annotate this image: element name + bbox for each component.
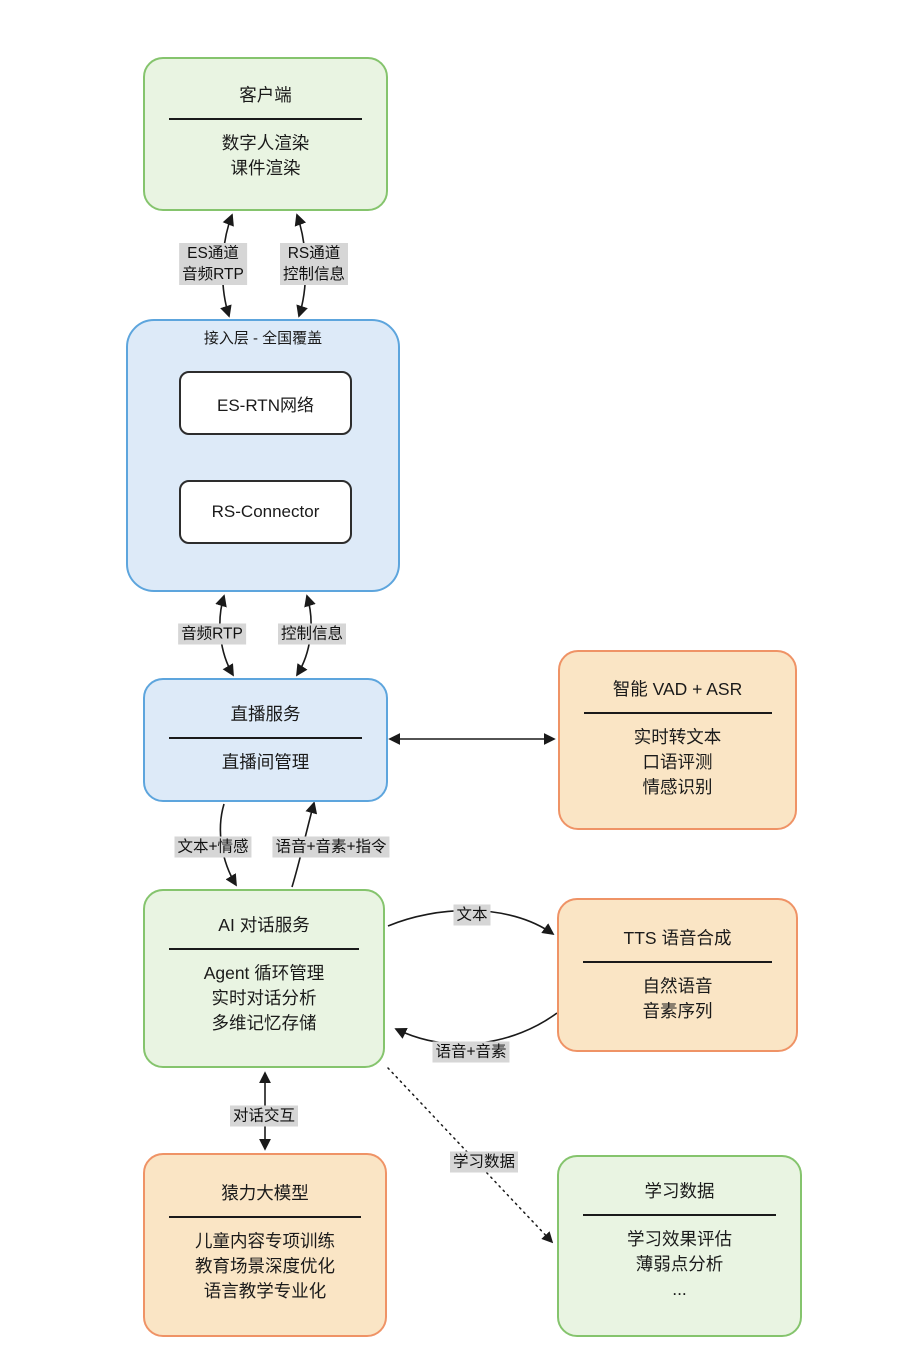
divider (169, 1216, 361, 1218)
node-vad-asr: 智能 VAD + ASR 实时转文本 口语评测 情感识别 (558, 650, 797, 830)
list-item: 薄弱点分析 (635, 1254, 724, 1274)
node-client-title: 客户端 (239, 85, 292, 105)
divider (169, 737, 362, 739)
list-item: 实时对话分析 (211, 988, 317, 1008)
node-es-rtn: ES-RTN网络 (179, 371, 352, 435)
list-item: 音素序列 (642, 1001, 713, 1021)
edge-label-learning-data: 学习数据 (449, 1151, 519, 1173)
edge-label-text-emotion: 文本+情感 (174, 836, 252, 858)
list-item: 情感识别 (642, 777, 713, 797)
node-rs-connector-label: RS-Connector (211, 502, 320, 521)
list-item: 学习效果评估 (627, 1229, 732, 1249)
divider (582, 961, 773, 963)
edge-tts-ai-voice (394, 1012, 558, 1045)
edge-label-dialog-interaction: 对话交互 (229, 1105, 299, 1127)
edge-label-voice-phoneme-cmd: 语音+音素+指令 (272, 836, 390, 858)
list-item: 直播间管理 (221, 752, 310, 772)
list-item: Agent 循环管理 (203, 963, 325, 983)
list-item: 数字人渲染 (221, 133, 310, 153)
node-access-layer: 接入层 - 全国覆盖 ES-RTN网络 RS-Connector (126, 319, 400, 592)
node-live-service-title: 直播服务 (230, 704, 301, 724)
edge-label-rs-channel: RS通道 控制信息 (279, 243, 349, 285)
list-item: 实时转文本 (633, 727, 722, 747)
list-item: 教育场景深度优化 (195, 1256, 335, 1276)
node-big-model-title: 猿力大模型 (221, 1183, 309, 1203)
list-item: 多维记忆存储 (211, 1013, 317, 1033)
node-ai-dialog: AI 对话服务 Agent 循环管理 实时对话分析 多维记忆存储 (143, 889, 385, 1068)
divider (168, 948, 360, 950)
node-vad-asr-title: 智能 VAD + ASR (612, 679, 743, 699)
list-item: 儿童内容专项训练 (195, 1231, 335, 1251)
list-item: 语言教学专业化 (203, 1281, 327, 1301)
edge-label-es-channel: ES通道 音频RTP (179, 243, 247, 285)
edge-label-voice-phoneme: 语音+音素 (432, 1041, 510, 1063)
edge-label-audio-rtp: 音频RTP (178, 623, 246, 645)
node-access-layer-title: 接入层 - 全国覆盖 (203, 330, 323, 347)
node-tts-title: TTS 语音合成 (623, 928, 732, 948)
edge-label-control-info: 控制信息 (277, 623, 347, 645)
list-item: ... (672, 1279, 687, 1299)
node-ai-dialog-title: AI 对话服务 (218, 915, 310, 935)
divider (169, 118, 362, 120)
node-rs-connector: RS-Connector (179, 480, 352, 544)
node-tts: TTS 语音合成 自然语音 音素序列 (557, 898, 798, 1052)
node-live-service: 直播服务 直播间管理 (143, 678, 388, 802)
node-learning-data-title: 学习数据 (644, 1181, 715, 1201)
divider (583, 712, 772, 714)
list-item: 课件渲染 (230, 158, 301, 178)
node-es-rtn-label: ES-RTN网络 (217, 395, 314, 415)
list-item: 口语评测 (642, 752, 713, 772)
edge-label-text: 文本 (453, 904, 491, 926)
node-big-model: 猿力大模型 儿童内容专项训练 教育场景深度优化 语言教学专业化 (143, 1153, 387, 1337)
node-learning-data: 学习数据 学习效果评估 薄弱点分析 ... (557, 1155, 802, 1337)
list-item: 自然语音 (642, 976, 713, 996)
divider (583, 1214, 776, 1216)
node-client: 客户端 数字人渲染 课件渲染 (143, 57, 388, 211)
